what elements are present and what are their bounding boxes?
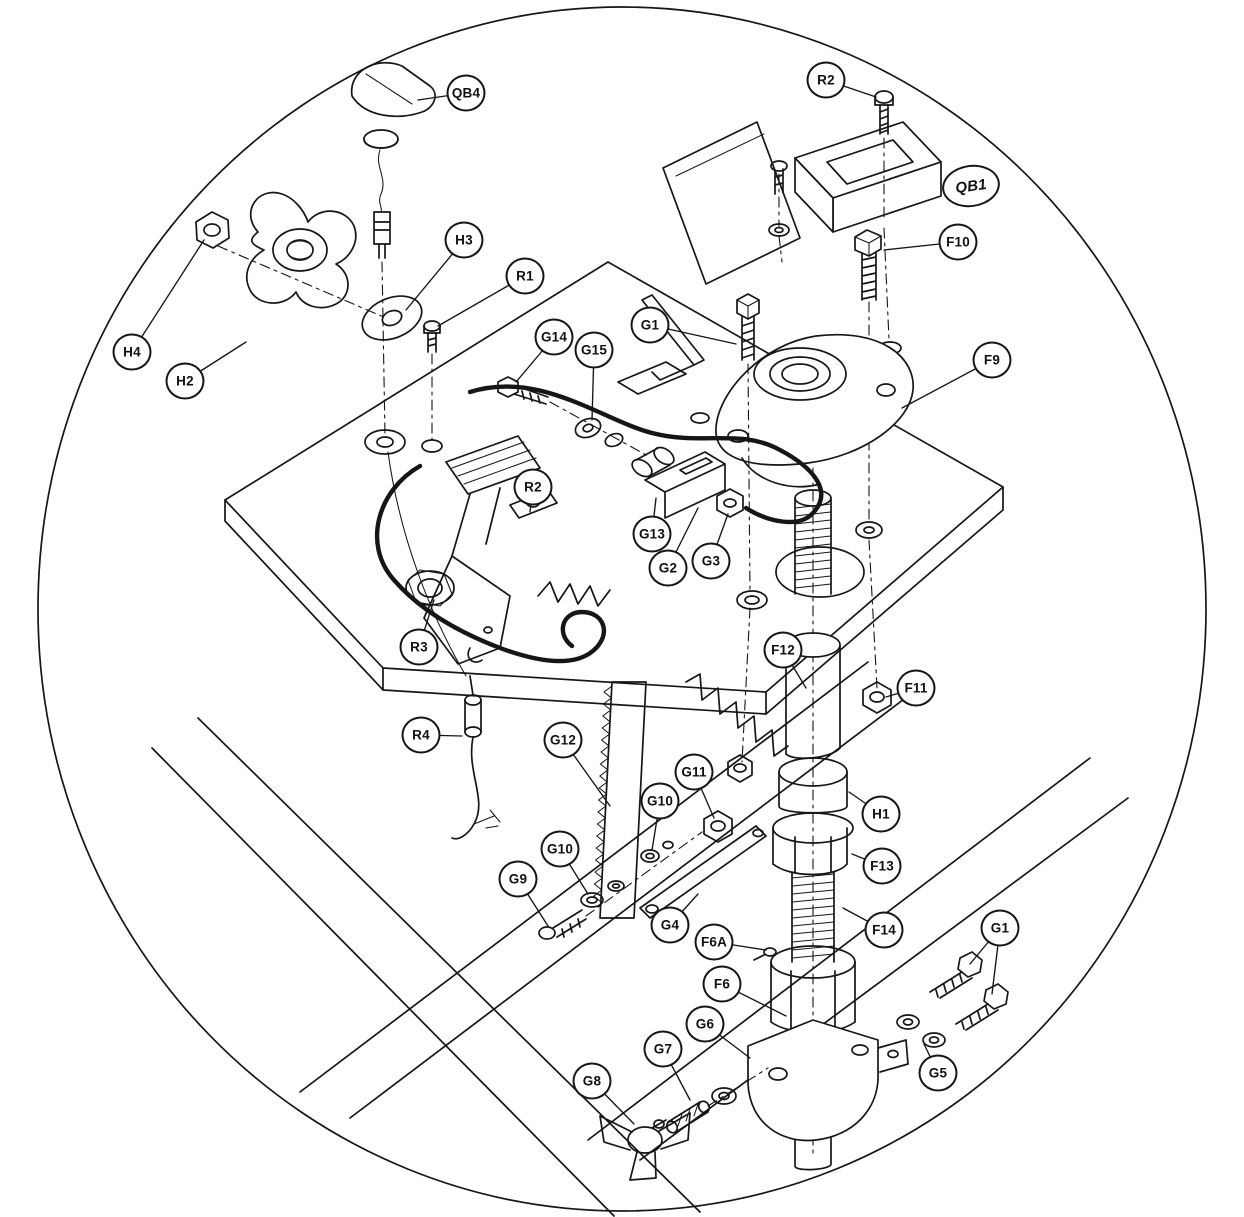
callout-r1: R1: [505, 257, 545, 295]
washers-g5: [896, 1014, 946, 1048]
callout-f13: F13: [862, 847, 902, 885]
callout-f6a: F6A: [694, 923, 734, 961]
bolt-r1: [423, 320, 441, 441]
callout-g8: G8: [572, 1062, 612, 1100]
callout-g5: G5: [918, 1054, 958, 1092]
washer-g15: [574, 417, 624, 448]
callout-g1-lower: G1: [980, 909, 1020, 947]
circle-border: [37, 6, 1207, 1212]
callout-f14: F14: [864, 911, 904, 949]
nut-f11: [862, 681, 892, 714]
nut-g3: [716, 488, 744, 518]
washers-g10: [580, 840, 674, 908]
callout-g10-a: G10: [640, 782, 680, 820]
main-column: [747, 467, 909, 1171]
wire-r4: [387, 451, 501, 840]
cable-upper: [467, 384, 824, 525]
callout-g9: G9: [498, 860, 538, 898]
angle-bracket-plate: [641, 294, 705, 381]
callout-h2: H2: [165, 362, 205, 400]
spring-pedal: [537, 581, 611, 607]
callout-h4: H4: [112, 333, 152, 371]
spacer-g13: [631, 446, 675, 478]
callout-f11: F11: [896, 669, 936, 707]
callout-f9: F9: [972, 341, 1012, 379]
callout-g14: G14: [534, 318, 574, 356]
callout-h3: H3: [444, 221, 484, 259]
knob-nut: [195, 211, 387, 319]
callout-g10-b: G10: [540, 830, 580, 868]
callout-g4: G4: [650, 906, 690, 944]
spring-long: [685, 673, 789, 757]
deck-plate: [224, 261, 1004, 715]
callout-r4: R4: [401, 716, 441, 754]
callout-r2-mid: R2: [513, 468, 553, 506]
washer-g7: [711, 1087, 737, 1105]
bolts-g1-lower: [929, 951, 1009, 1031]
swivel-mount-f9: [715, 333, 914, 488]
base-rails: [151, 661, 1129, 1217]
flat-washer-h3: [361, 295, 423, 341]
callout-f6: F6: [702, 965, 742, 1003]
bolt-g1-upper: [736, 293, 760, 763]
rack-strip-g12: [593, 681, 647, 919]
callout-f12: F12: [763, 631, 803, 669]
callout-f10: F10: [938, 223, 978, 261]
nut-g11: [703, 810, 733, 843]
bottom-knob-g8: [599, 1112, 691, 1181]
callout-g13: G13: [632, 515, 672, 553]
callout-g11: G11: [674, 753, 714, 791]
nut-mid: [727, 754, 753, 783]
bolt-f10: [854, 229, 883, 689]
callout-g2: G2: [648, 549, 688, 587]
callout-r3: R3: [399, 628, 439, 666]
callout-g7: G7: [643, 1030, 683, 1068]
bolt-r2-top: [874, 90, 894, 341]
callout-r2-top: R2: [806, 61, 846, 99]
pedal-assembly: [405, 435, 541, 665]
qb4-cap-assembly: [350, 61, 436, 437]
callout-g12: G12: [543, 721, 583, 759]
cable-loop-lower: [374, 463, 606, 664]
hand-knob: [245, 191, 357, 309]
control-module: [662, 121, 942, 285]
arm-g4: [639, 825, 767, 919]
bracket-g2: [644, 451, 726, 519]
callout-g6: G6: [685, 1005, 725, 1043]
callout-g3: G3: [691, 542, 731, 580]
stud-g7: [665, 1067, 769, 1134]
bolt-g9: [538, 831, 703, 940]
callout-h1: H1: [861, 795, 901, 833]
callout-qb4: QB4: [446, 74, 486, 112]
callout-g1-upper: G1: [630, 306, 670, 344]
callout-g15: G15: [574, 331, 614, 369]
